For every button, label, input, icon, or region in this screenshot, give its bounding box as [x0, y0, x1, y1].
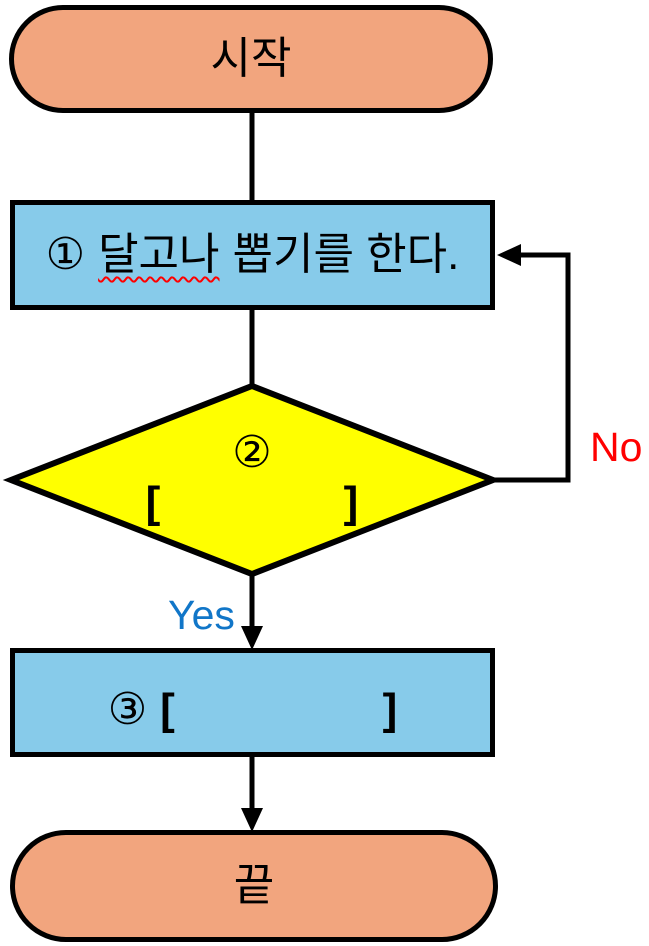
step1-word-misspelled: 달고나 — [98, 229, 220, 279]
step1-process-box: ① 달고나 뽑기를 한다. — [10, 200, 495, 310]
arrowhead-into-step3 — [241, 626, 263, 650]
step3-marker: ③ — [107, 685, 148, 735]
step1-text-rest: 뽑기를 한다. — [232, 229, 460, 279]
end-label: 끝 — [233, 860, 275, 910]
edge-no-loop — [490, 252, 571, 483]
arrowhead-into-end — [241, 808, 263, 832]
start-label: 시작 — [210, 33, 292, 83]
start-terminator: 시작 — [9, 5, 493, 113]
end-terminator: 끝 — [10, 830, 498, 942]
decision-blank-brackets: [ ] — [145, 478, 359, 527]
no-branch-label: No — [590, 424, 643, 470]
step3-blank-brackets: [ ] — [160, 685, 398, 735]
arrowhead-no-loop-left — [497, 244, 521, 266]
step1-marker: ① — [45, 229, 86, 279]
step3-process-box: ③ [ ] — [10, 648, 495, 757]
step1-text: ① 달고나 뽑기를 한다. — [45, 229, 460, 279]
yes-branch-label: Yes — [168, 592, 235, 638]
decision-label: ② [ ] — [11, 428, 493, 528]
decision-marker: ② — [232, 428, 272, 477]
step3-text: ③ [ ] — [108, 670, 398, 734]
